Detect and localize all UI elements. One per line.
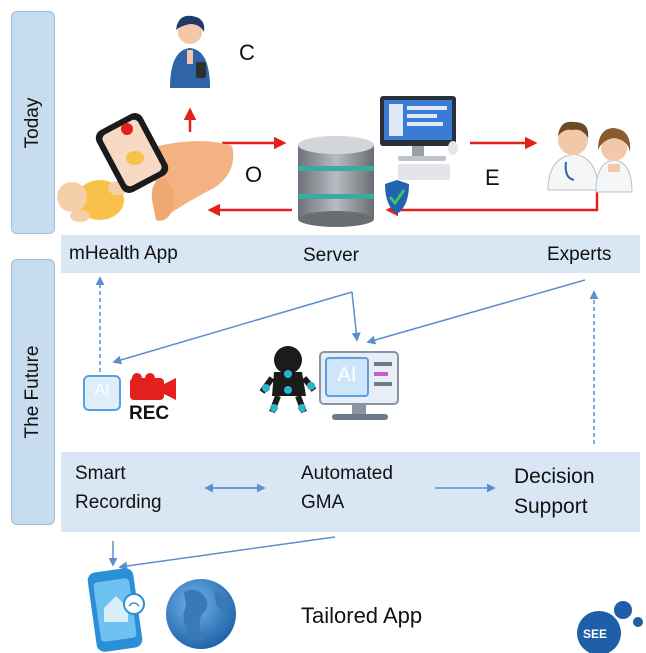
baby-icon [57, 180, 128, 222]
experts-label: Experts [547, 244, 612, 265]
decision-support-label: Decision Support [514, 462, 595, 522]
decision-support-line-1: Decision [514, 465, 595, 488]
server-label: Server [303, 245, 359, 266]
future-tab: The Future [11, 259, 55, 525]
server-icon [298, 136, 374, 227]
shield-icon [385, 180, 409, 214]
smart-recording-label: Smart Recording [75, 459, 162, 517]
arrow-server-to-gma [351, 291, 361, 342]
nurse-icon [170, 15, 210, 88]
today-tab: Today [11, 11, 55, 234]
smart-recording-line-2: Recording [75, 492, 162, 513]
ai-recording-icon [83, 373, 176, 411]
phone-recording-icon [95, 113, 234, 221]
computer-icon [380, 96, 458, 180]
return-arrow-experts-to-server [385, 185, 599, 217]
tailored-phone-icon [87, 568, 145, 652]
mhealth-app-label: mHealth App [69, 243, 178, 264]
automated-gma-line-1: Automated [301, 463, 393, 484]
arrow-gma-to-tailored-app [118, 536, 336, 571]
smart-recording-line-1: Smart [75, 463, 126, 484]
ai-badge-text: AI [94, 382, 110, 399]
future-label-band [61, 452, 640, 532]
doctors-icon [547, 121, 633, 193]
arrow-server-to-recording [112, 291, 353, 365]
flow-letter-o: O [245, 162, 263, 187]
automated-gma-line-2: GMA [301, 492, 345, 513]
tailored-app-label: Tailored App [301, 603, 423, 628]
today-label-band [61, 235, 640, 273]
decision-support-line-2: Support [514, 495, 588, 518]
globe-icon [166, 579, 236, 649]
rec-label: REC [129, 403, 170, 424]
automated-gma-label: Automated GMA [301, 459, 393, 517]
see-logo-text: SEE [583, 627, 608, 641]
pose-estimation-icon [259, 346, 317, 414]
arrow-experts-to-gma [366, 279, 586, 345]
see-logo [577, 601, 643, 653]
ai-computer-icon [319, 351, 399, 420]
flow-letter-e: E [485, 165, 500, 190]
flow-letter-c: C [239, 40, 255, 65]
ai-computer-text: AI [337, 364, 357, 386]
